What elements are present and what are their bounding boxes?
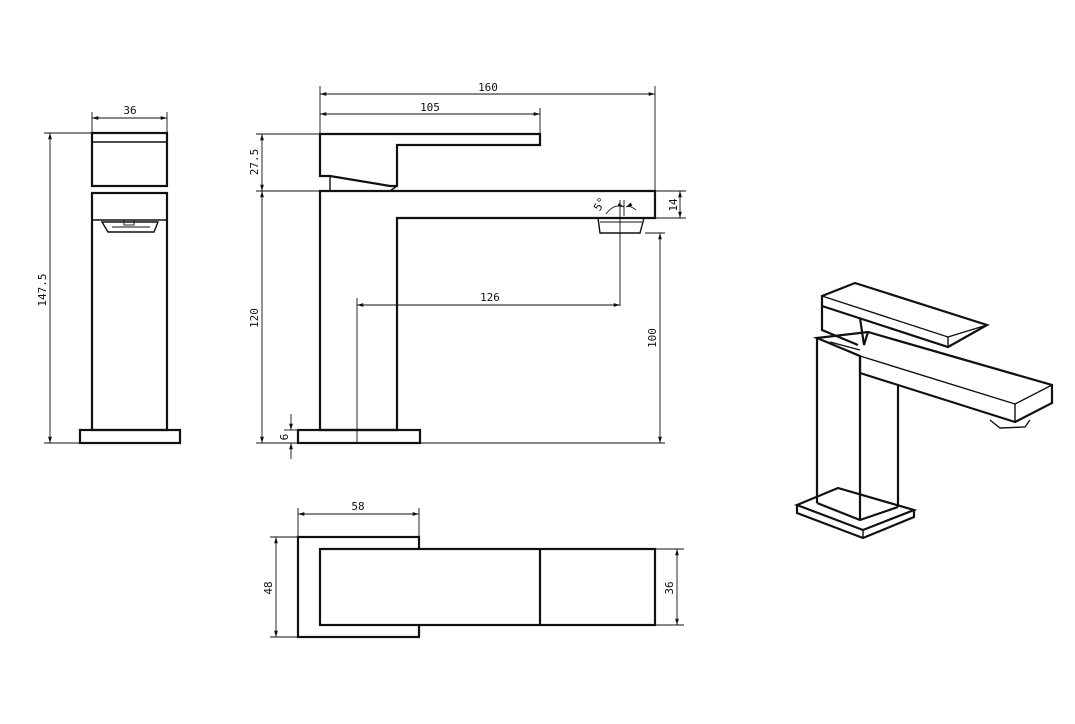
dim-front-spout-thickness: 14: [667, 198, 680, 212]
isometric-view: [794, 281, 1054, 540]
dim-front-base-thickness: 6: [278, 434, 291, 441]
dim-front-lever-length: 105: [420, 101, 440, 114]
dim-side-width: 36: [123, 104, 136, 117]
dim-side-height: 147.5: [36, 273, 49, 306]
dim-top-base-depth: 48: [262, 581, 275, 594]
dim-front-reach: 126: [480, 291, 500, 304]
dim-front-lever-height: 27.5: [248, 149, 261, 176]
side-view: 36 147.5: [36, 104, 182, 445]
top-view: 58 48 36: [262, 500, 684, 639]
dim-front-total-length: 160: [478, 81, 498, 94]
dim-front-spout-height: 100: [646, 328, 659, 348]
dim-aerator-angle: 5°: [591, 195, 609, 213]
dim-top-base-width: 58: [351, 500, 364, 513]
front-view: 160 105 27.5 120 6 14 100 126: [248, 81, 686, 459]
dim-top-body-depth: 36: [663, 581, 676, 594]
dim-front-body-height: 120: [248, 308, 261, 328]
